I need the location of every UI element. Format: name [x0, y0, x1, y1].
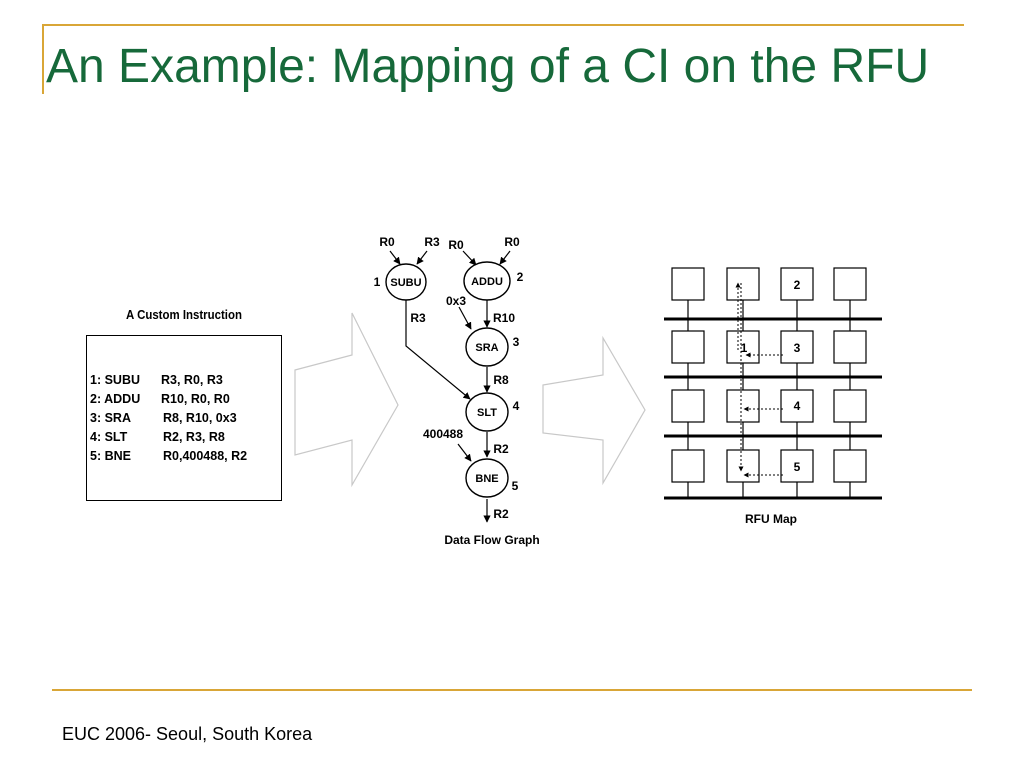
edge-label-subu-in-a: R0	[379, 235, 395, 249]
rfu-cell	[833, 389, 867, 423]
rfu-cell	[780, 267, 814, 301]
node-label: SLT	[477, 407, 497, 419]
node-number: 2	[517, 270, 524, 284]
instruction-args: R2, R3, R8	[163, 430, 225, 444]
edge-subu-in-a	[389, 250, 401, 265]
node-circle	[463, 261, 511, 301]
rfu-map: 2 1 3 4 5 RFU Map	[664, 267, 882, 526]
instruction-args: R0,400488, R2	[163, 449, 248, 463]
node-circle	[465, 458, 509, 498]
instruction-op: 3: SRA	[90, 411, 131, 425]
rfu-routes	[735, 282, 783, 478]
rfu-buses	[664, 317, 882, 500]
edge-addu-in-b	[499, 250, 511, 265]
edge-label-sra-out: R8	[493, 373, 509, 387]
edge-addu-in-a	[462, 250, 477, 266]
dfg-node-addu: ADDU	[463, 261, 511, 301]
node-circle	[465, 327, 509, 367]
rfu-cell-label: 4	[794, 399, 801, 413]
rfu-cell	[780, 330, 814, 364]
instruction-args: R3, R0, R3	[161, 373, 223, 387]
rfu-cell-label: 1	[741, 341, 748, 355]
dfg-node-slt: SLT	[465, 392, 509, 432]
dfg-node-sra: SRA	[465, 327, 509, 367]
edge-subu-in-b	[416, 250, 428, 265]
bottom-rule	[52, 689, 972, 691]
dfg-node-bne: BNE	[465, 458, 509, 498]
left-rule	[42, 24, 44, 94]
node-circle	[385, 263, 427, 301]
rfu-links	[687, 300, 851, 499]
edge-label-subu-in-b: R3	[424, 235, 440, 249]
rfu-cell	[671, 267, 705, 301]
rfu-cell	[726, 449, 760, 483]
node-label: ADDU	[471, 276, 503, 288]
rfu-cell	[833, 330, 867, 364]
rfu-cell-label: 2	[794, 278, 801, 292]
node-label: SRA	[475, 342, 498, 354]
dfg-node-subu: SUBU	[385, 263, 427, 301]
rfu-caption: RFU Map	[745, 512, 797, 526]
rfu-cell-label: 5	[794, 460, 801, 474]
top-rule	[42, 24, 964, 26]
edge-subu-slt	[405, 300, 471, 400]
edge-label-addu-in-b: R0	[504, 235, 520, 249]
node-label: SUBU	[390, 277, 421, 289]
node-number: 3	[513, 335, 520, 349]
rfu-cell	[671, 330, 705, 364]
edge-label-slt-imm: 400488	[423, 427, 463, 441]
rfu-cells	[671, 267, 867, 483]
edge-label-subu-out: R3	[410, 311, 426, 325]
node-label: BNE	[475, 473, 498, 485]
rfu-cell-label: 3	[794, 341, 801, 355]
instruction-args: R8, R10, 0x3	[163, 411, 237, 425]
rfu-cell	[726, 389, 760, 423]
dfg-edges	[389, 250, 511, 523]
slide-title: An Example: Mapping of a CI on the RFU	[46, 40, 930, 93]
rfu-cell	[833, 267, 867, 301]
edge-sra-imm	[458, 306, 472, 330]
dfg-caption: Data Flow Graph	[444, 533, 539, 547]
edge-slt-imm	[457, 443, 472, 462]
custom-instruction-box: 1: SUBU R3, R0, R3 2: ADDU R10, R0, R0 3: …	[86, 335, 282, 501]
edge-label-slt-out: R2	[493, 442, 509, 456]
rfu-cell	[726, 267, 760, 301]
edge-label-addu-in-a: R0	[448, 238, 464, 252]
rfu-cell	[833, 449, 867, 483]
rfu-cell	[780, 389, 814, 423]
rfu-cell	[780, 449, 814, 483]
node-number: 5	[512, 479, 519, 493]
instruction-op: 1: SUBU	[90, 373, 141, 387]
node-number: 4	[513, 399, 520, 413]
custom-instruction-caption: A Custom Instruction	[126, 307, 242, 322]
instruction-args: R10, R0, R0	[161, 392, 230, 406]
rfu-cell	[671, 389, 705, 423]
transform-arrow-left	[294, 312, 399, 488]
rfu-cell	[726, 330, 760, 364]
footer-text: EUC 2006- Seoul, South Korea	[62, 724, 313, 744]
transform-arrow-right	[542, 335, 646, 486]
edge-label-addu-out: R10	[493, 311, 515, 325]
instruction-op: 4: SLT	[90, 430, 128, 444]
node-circle	[465, 392, 509, 432]
instruction-op: 5: BNE	[90, 449, 131, 463]
node-number: 1	[374, 275, 381, 289]
rfu-cell	[671, 449, 705, 483]
edge-label-bne-out: R2	[493, 507, 509, 521]
edge-label-sra-imm: 0x3	[446, 294, 466, 308]
instruction-op: 2: ADDU	[90, 392, 141, 406]
